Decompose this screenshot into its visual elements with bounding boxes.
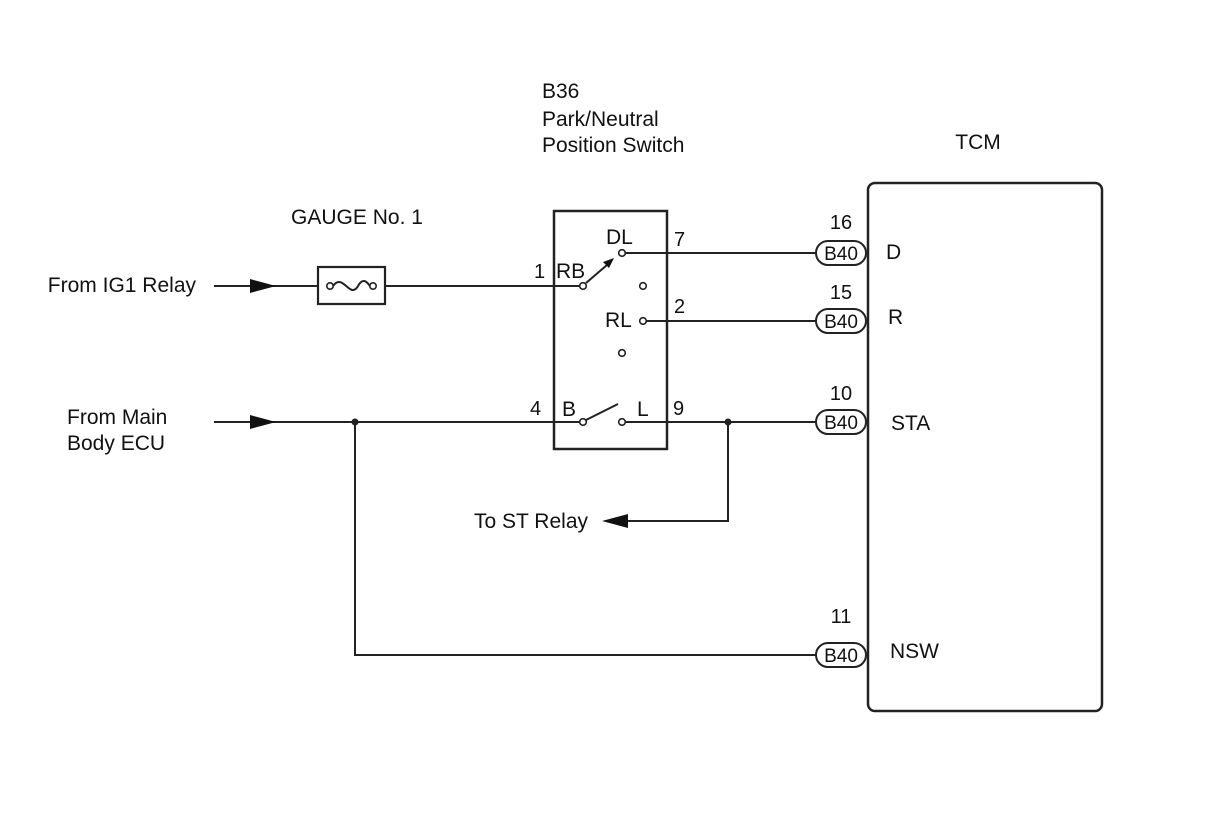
- source-main-body-line2: Body ECU: [67, 432, 165, 455]
- fuse-label: GAUGE No. 1: [291, 206, 423, 229]
- terminal-b: [578, 417, 588, 427]
- switch-arm-rb: [585, 264, 608, 284]
- connector-b40-r-label: B40: [824, 312, 858, 333]
- tcm-box: [866, 181, 1104, 713]
- terminal-dl: [617, 248, 627, 258]
- tcm-pin-r-number: 15: [830, 282, 852, 304]
- ig1-arrow-icon: [250, 279, 276, 293]
- terminal-b-label: B: [562, 398, 576, 421]
- pin-l-number: 9: [673, 398, 684, 420]
- terminal-spare-2: [617, 348, 627, 358]
- switch-code: B36: [542, 80, 579, 103]
- pin-rl-number: 2: [674, 296, 685, 318]
- connector-b40-nsw: [815, 642, 867, 668]
- terminal-l-label: L: [637, 398, 649, 421]
- nsw-wire: [354, 422, 816, 656]
- connector-b40-d-label: B40: [824, 244, 858, 265]
- st-relay-wire: [610, 422, 729, 522]
- tcm-signal-nsw: NSW: [890, 640, 939, 663]
- fuse-element-icon: [332, 279, 371, 291]
- st-relay-arrow-icon: [602, 514, 628, 528]
- tcm-signal-sta: STA: [891, 412, 930, 435]
- terminal-rl: [638, 316, 648, 326]
- terminal-dl-label: DL: [606, 226, 633, 249]
- terminal-l: [617, 417, 627, 427]
- switch-name-line1: Park/Neutral: [542, 108, 659, 131]
- terminal-rb: [578, 281, 588, 291]
- connector-b40-nsw-label: B40: [824, 646, 858, 667]
- switch-arm-arrow-icon: [603, 258, 614, 268]
- pin-dl-number: 7: [674, 229, 685, 251]
- switch-arm-b: [585, 403, 619, 421]
- output-st-relay-label: To ST Relay: [474, 510, 588, 533]
- pin-b-number: 4: [530, 398, 541, 420]
- tcm-label: TCM: [955, 131, 1001, 154]
- tcm-signal-d: D: [886, 241, 901, 264]
- tcm-signal-r: R: [888, 306, 903, 329]
- fuse-terminal-left: [325, 281, 334, 290]
- connector-b40-r: [815, 308, 867, 334]
- terminal-rl-label: RL: [605, 309, 632, 332]
- terminal-spare-1: [638, 281, 648, 291]
- fuse-terminal-right: [368, 281, 377, 290]
- source-main-body-line1: From Main: [67, 406, 167, 429]
- connector-b40-d: [815, 240, 867, 266]
- main-body-arrow-icon: [250, 415, 276, 429]
- connector-b40-sta-label: B40: [824, 413, 858, 434]
- tcm-pin-d-number: 16: [830, 212, 852, 234]
- terminal-rb-label: RB: [556, 260, 585, 283]
- switch-name-line2: Position Switch: [542, 134, 684, 157]
- pin-rb-number: 1: [534, 261, 545, 283]
- tcm-pin-sta-number: 10: [830, 383, 852, 405]
- tcm-pin-nsw-number: 11: [831, 606, 852, 628]
- connector-b40-sta: [815, 409, 867, 435]
- source-ig1-label: From IG1 Relay: [48, 274, 197, 297]
- switch-box: [552, 209, 669, 451]
